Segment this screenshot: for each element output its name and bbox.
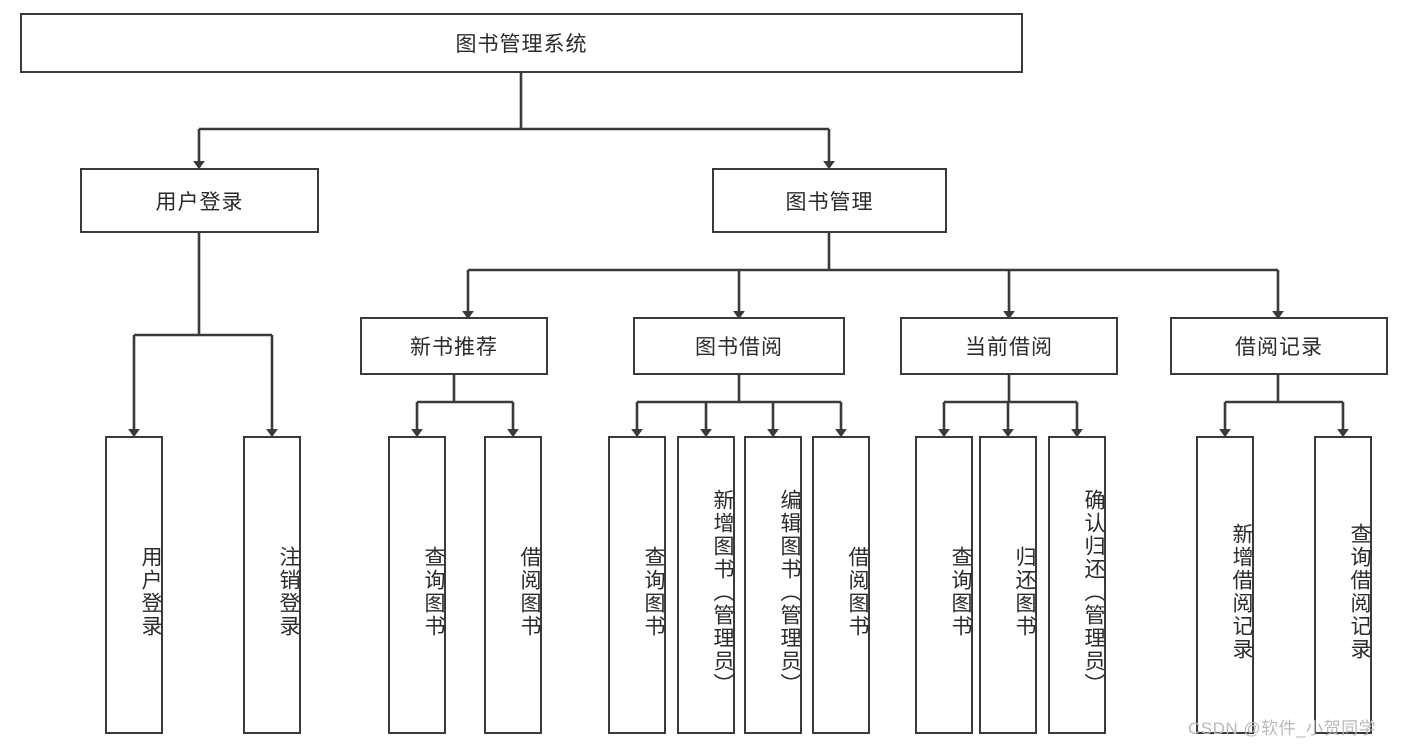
node-user-login-label: 用户登录 bbox=[155, 190, 244, 214]
csdn-watermark: CSDN @软件_小贺同学 bbox=[1188, 719, 1377, 738]
leaf-user-login[interactable]: 用户登录 bbox=[105, 436, 163, 734]
leaf-query-book-2[interactable]: 查询图书 bbox=[608, 436, 666, 734]
leaf-confirm-return-label: 确认归还（管理员） bbox=[1082, 488, 1105, 696]
leaf-add-book[interactable]: 新增图书（管理员） bbox=[677, 436, 735, 734]
leaf-logout-login[interactable]: 注销登录 bbox=[243, 436, 301, 734]
leaf-borrow-book-1-label: 借阅图书 bbox=[518, 546, 541, 638]
leaf-query-book-2-label: 查询图书 bbox=[642, 546, 665, 638]
node-new-book-recommend-label: 新书推荐 bbox=[410, 336, 498, 359]
leaf-add-record-label: 新增借阅记录 bbox=[1230, 523, 1253, 661]
leaf-query-record[interactable]: 查询借阅记录 bbox=[1314, 436, 1372, 734]
leaf-query-book-3[interactable]: 查询图书 bbox=[915, 436, 973, 734]
node-root[interactable]: 图书管理系统 bbox=[20, 13, 1023, 73]
leaf-query-book-1[interactable]: 查询图书 bbox=[388, 436, 446, 734]
node-borrow-record[interactable]: 借阅记录 bbox=[1170, 317, 1388, 375]
leaf-user-login-label: 用户登录 bbox=[139, 546, 162, 638]
leaf-logout-login-label: 注销登录 bbox=[277, 546, 300, 638]
leaf-edit-book[interactable]: 编辑图书（管理员） bbox=[744, 436, 802, 734]
leaf-add-record[interactable]: 新增借阅记录 bbox=[1196, 436, 1254, 734]
node-user-login[interactable]: 用户登录 bbox=[80, 168, 319, 233]
node-current-borrow[interactable]: 当前借阅 bbox=[900, 317, 1118, 375]
node-book-borrow[interactable]: 图书借阅 bbox=[633, 317, 845, 375]
leaf-return-book[interactable]: 归还图书 bbox=[979, 436, 1037, 734]
leaf-edit-book-label: 编辑图书（管理员） bbox=[778, 488, 801, 696]
leaf-return-book-label: 归还图书 bbox=[1013, 546, 1036, 638]
leaf-query-record-label: 查询借阅记录 bbox=[1348, 523, 1371, 661]
leaf-add-book-label: 新增图书（管理员） bbox=[711, 488, 734, 696]
leaf-query-book-3-label: 查询图书 bbox=[949, 546, 972, 638]
node-book-borrow-label: 图书借阅 bbox=[695, 336, 783, 359]
node-book-manage-label: 图书管理 bbox=[785, 190, 874, 214]
node-current-borrow-label: 当前借阅 bbox=[965, 336, 1053, 359]
node-book-manage[interactable]: 图书管理 bbox=[712, 168, 947, 233]
leaf-borrow-book-2[interactable]: 借阅图书 bbox=[812, 436, 870, 734]
leaf-confirm-return[interactable]: 确认归还（管理员） bbox=[1048, 436, 1106, 734]
node-root-label: 图书管理系统 bbox=[455, 33, 588, 56]
node-new-book-recommend[interactable]: 新书推荐 bbox=[360, 317, 548, 375]
leaf-query-book-1-label: 查询图书 bbox=[422, 546, 445, 638]
node-borrow-record-label: 借阅记录 bbox=[1235, 336, 1323, 359]
leaf-borrow-book-2-label: 借阅图书 bbox=[846, 546, 869, 638]
leaf-borrow-book-1[interactable]: 借阅图书 bbox=[484, 436, 542, 734]
